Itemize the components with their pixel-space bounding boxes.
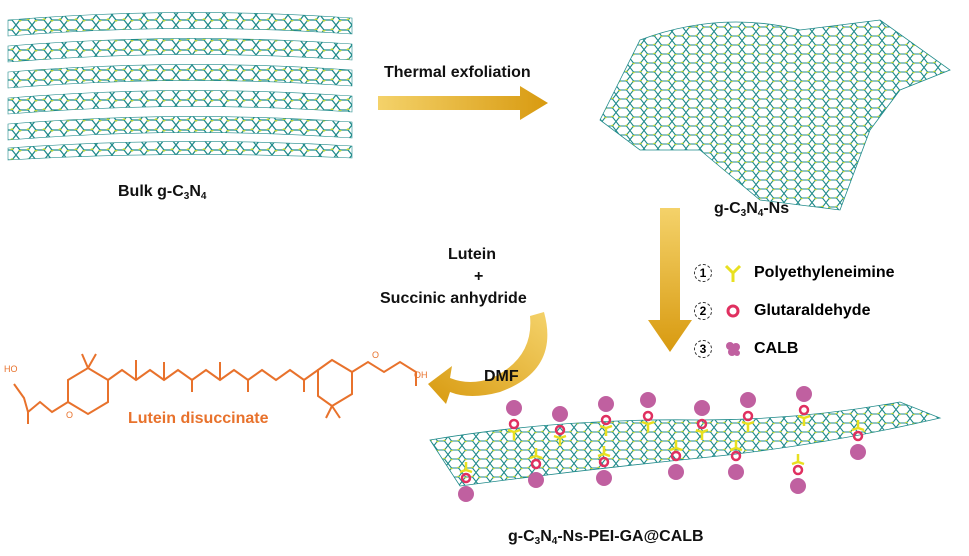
calb-icon [726, 342, 740, 356]
lutein-disuccinate-structure [13, 353, 417, 424]
legend-number: 3 [694, 340, 712, 358]
succinic-anhydride-label: Succinic anhydride [380, 290, 527, 307]
bulk-gcn-label: Bulk g-C3N4 [118, 183, 207, 202]
plus-label: + [474, 268, 484, 285]
oh-right-label: OH [414, 370, 428, 380]
legend-text: Polyethyleneimine [754, 264, 895, 281]
legend-item-calb: 3 CALB [694, 338, 798, 360]
final-composite-label: g-C3N4-Ns-PEI-GA@CALB [508, 528, 704, 547]
ho-left-label: HO [4, 364, 18, 374]
glutaraldehyde-icon [726, 304, 740, 318]
dmf-label: DMF [484, 368, 519, 385]
legend-text: Glutaraldehyde [754, 302, 871, 319]
lutein-label: Lutein [448, 246, 496, 263]
gcn-nanosheet [599, 19, 951, 211]
gcn-nanosheet-label: g-C3N4-Ns [714, 200, 790, 219]
legend-number: 1 [694, 264, 712, 282]
o-left-label: O [66, 410, 74, 420]
functionalization-arrow [648, 208, 692, 352]
thermal-exfoliation-arrow [378, 86, 548, 120]
composite-sheet-body [429, 401, 942, 487]
pei-icon [724, 264, 742, 282]
lutein-disuccinate-label: Lutein disuccinate [128, 410, 269, 427]
legend-item-ga: 2 Glutaraldehyde [694, 300, 870, 322]
legend-item-pei: 1 Polyethyleneimine [694, 262, 895, 284]
bulk-layers [7, 12, 353, 161]
legend-number: 2 [694, 302, 712, 320]
pei-ga-calb-decorations [458, 386, 866, 502]
thermal-exfoliation-label: Thermal exfoliation [384, 64, 531, 81]
legend-text: CALB [754, 340, 799, 357]
o-right-label: O [372, 350, 380, 360]
dmf-curved-arrow [428, 312, 548, 404]
